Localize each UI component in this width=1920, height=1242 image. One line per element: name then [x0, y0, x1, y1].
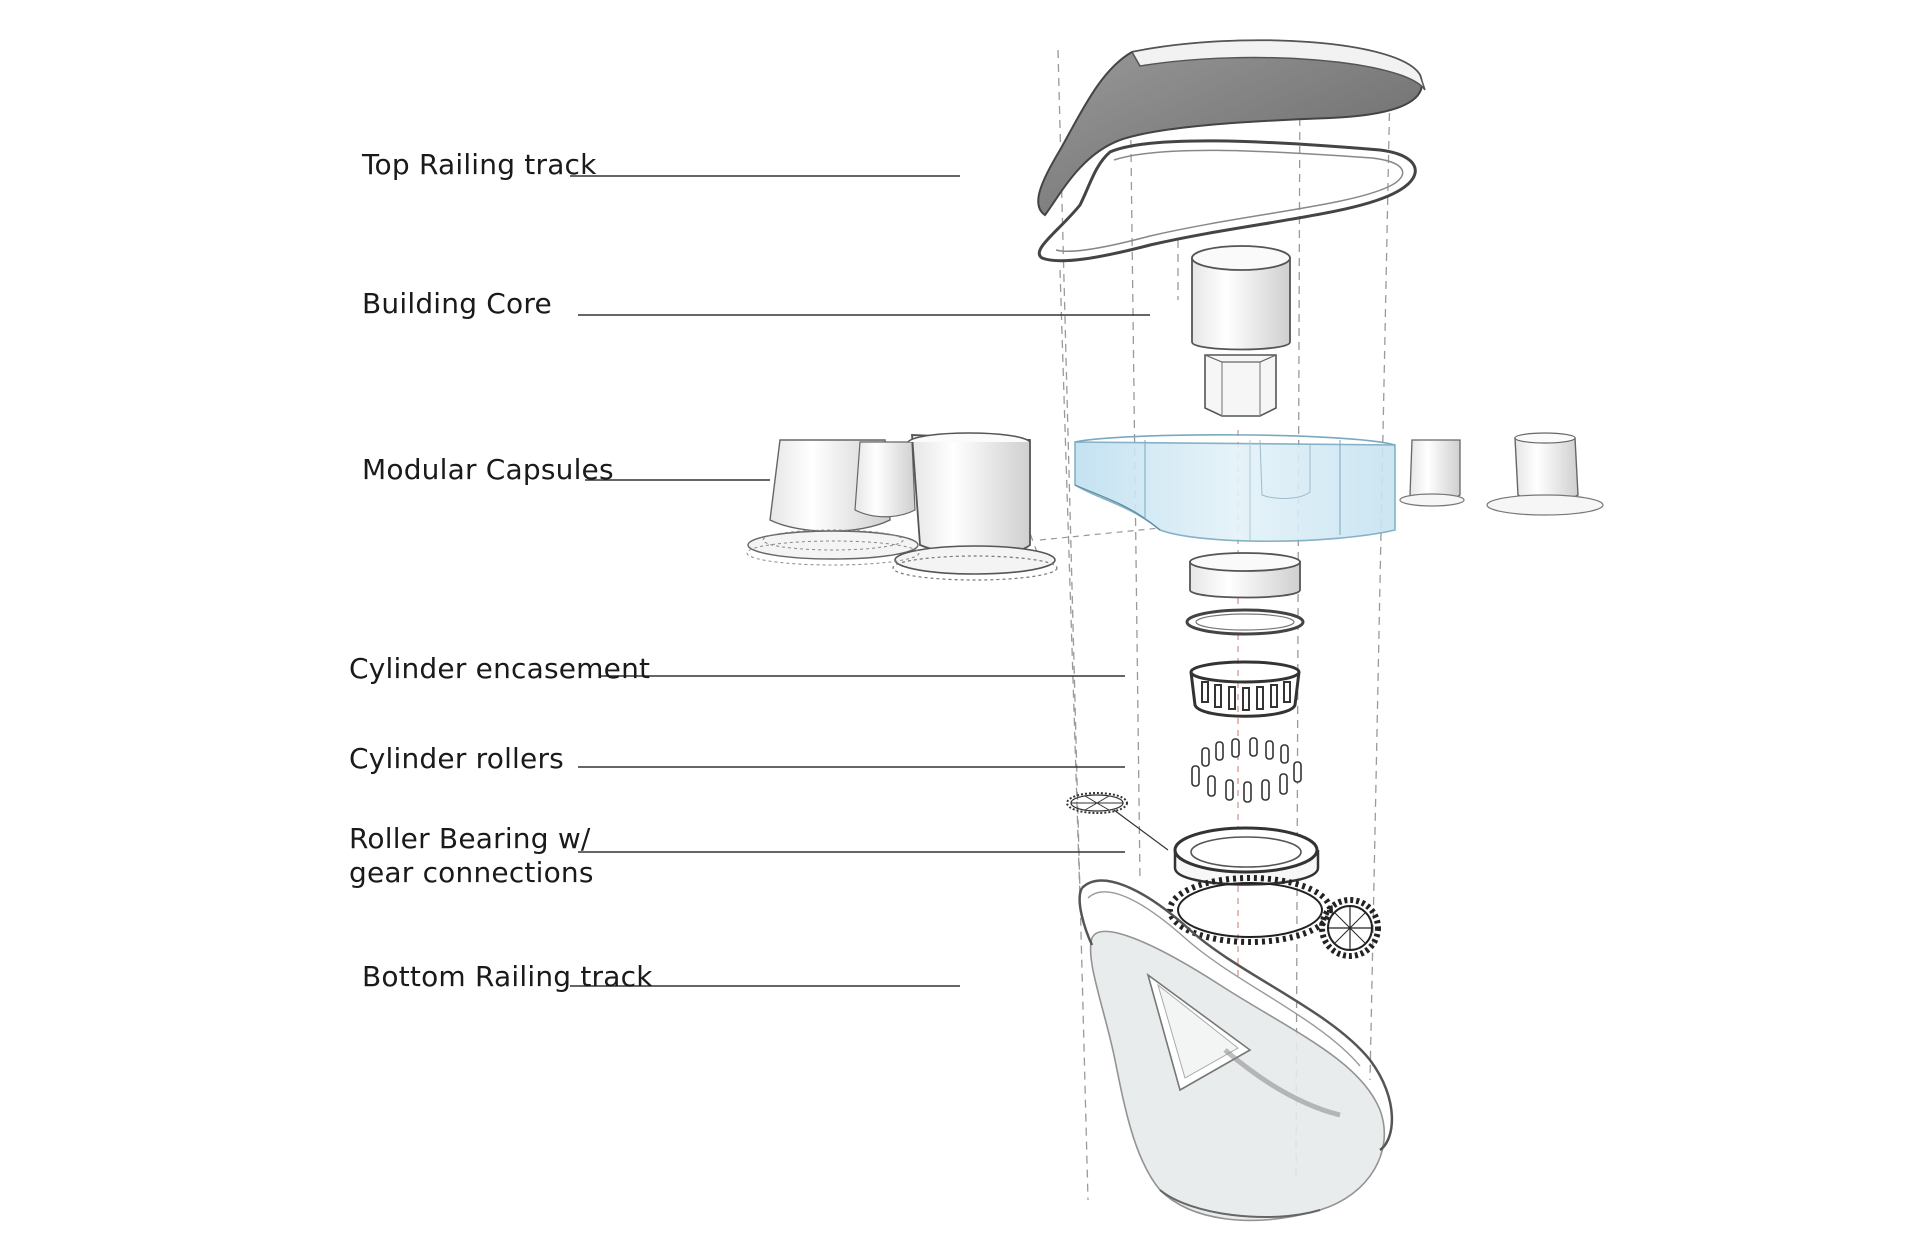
- capsule-glass-ring: [1074, 434, 1396, 543]
- small-gear-right: [1319, 897, 1381, 959]
- cylinder-encasement: [1185, 552, 1305, 636]
- roller-cage: [1189, 660, 1301, 718]
- label-top-railing-track: Top Railing track: [362, 148, 597, 181]
- top-railing-track: [1037, 39, 1426, 263]
- modular-capsules-left-group: [746, 432, 1058, 581]
- capsule-projection-line: [1039, 527, 1161, 541]
- projection-guides: [1024, 49, 1391, 1201]
- label-cylinder-encasement: Cylinder encasement: [349, 652, 651, 685]
- cylinder-rollers: [1191, 737, 1302, 803]
- roller-bearing: [1173, 826, 1320, 886]
- modular-capsules-right-group: [1399, 432, 1604, 516]
- label-cylinder-rollers: Cylinder rollers: [349, 742, 564, 775]
- label-roller-bearing-line1: Roller Bearing w/: [349, 822, 591, 855]
- label-bottom-railing-track: Bottom Railing track: [362, 960, 653, 993]
- label-modular-capsules: Modular Capsules: [362, 453, 614, 486]
- bottom-railing-track: [1078, 879, 1394, 1222]
- label-building-core: Building Core: [362, 287, 552, 320]
- building-core: [1191, 245, 1291, 417]
- label-roller-bearing-line2: gear connections: [349, 856, 594, 889]
- small-gear-left: [1066, 792, 1169, 851]
